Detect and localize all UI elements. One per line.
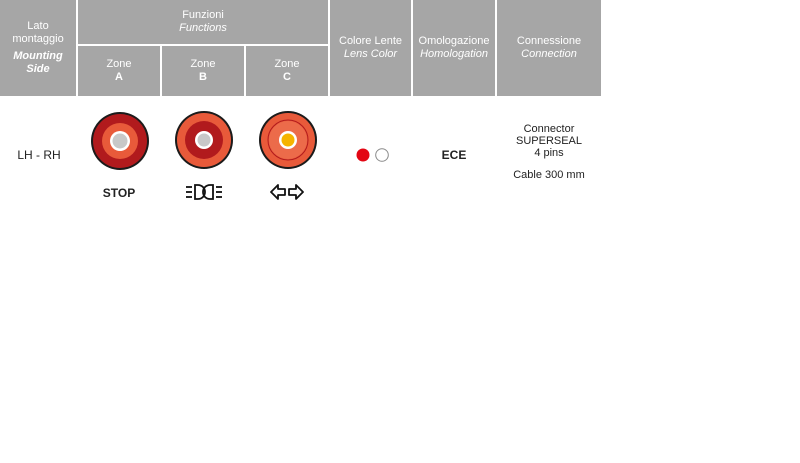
zone-a-function-label: STOP [102, 186, 136, 200]
mounting-label-it: Lato montaggio [12, 20, 64, 45]
zone-a-letter: A [115, 71, 123, 83]
zone-b-label: Zone [190, 58, 216, 70]
connector-pins: 4 pins [534, 147, 564, 159]
header-zone-c: Zone C [246, 46, 328, 96]
connection-label-en: Connection [521, 48, 577, 60]
header-homologation: Omologazione Homologation [413, 0, 495, 96]
header-mounting-side: Lato montaggio Mounting Side [0, 0, 76, 96]
header-lens-color: Colore Lente Lens Color [330, 0, 411, 96]
lens-color-swatches [356, 148, 389, 162]
zone-c-label: Zone [274, 58, 300, 70]
functions-label-en: Functions [179, 22, 227, 34]
connector-type: SUPERSEAL [515, 135, 583, 147]
cable-length: Cable 300 mm [513, 169, 585, 181]
homologation-value: ECE [441, 148, 467, 162]
lens-label-en: Lens Color [343, 48, 398, 60]
mounting-label-en: Mounting Side [13, 50, 63, 75]
header-zone-a: Zone A [78, 46, 160, 96]
zone-b-letter: B [199, 71, 207, 83]
turn-indicator-icon [270, 184, 304, 200]
position-light-icon [186, 184, 222, 200]
connection-details: Connector SUPERSEAL 4 pins Cable 300 mm [497, 123, 601, 181]
homolog-label-it: Omologazione [418, 35, 490, 47]
lens-clear-dot [375, 148, 389, 162]
header-functions: Funzioni Functions [78, 0, 328, 44]
header-zone-b: Zone B [162, 46, 244, 96]
zone-c-lamp-icon [259, 111, 317, 169]
zone-c-letter: C [283, 71, 291, 83]
lens-label-it: Colore Lente [339, 35, 402, 47]
lens-red-dot [356, 148, 370, 162]
mounting-side-value: LH - RH [17, 148, 61, 162]
homolog-label-en: Homologation [420, 48, 488, 60]
functions-label-it: Funzioni [182, 9, 224, 21]
zone-b-lamp-icon [175, 111, 233, 169]
zone-a-label: Zone [106, 58, 132, 70]
connector-label: Connector [523, 123, 575, 135]
header-connection: Connessione Connection [497, 0, 601, 96]
connection-label-it: Connessione [516, 35, 582, 47]
zone-a-lamp-icon [91, 112, 149, 170]
